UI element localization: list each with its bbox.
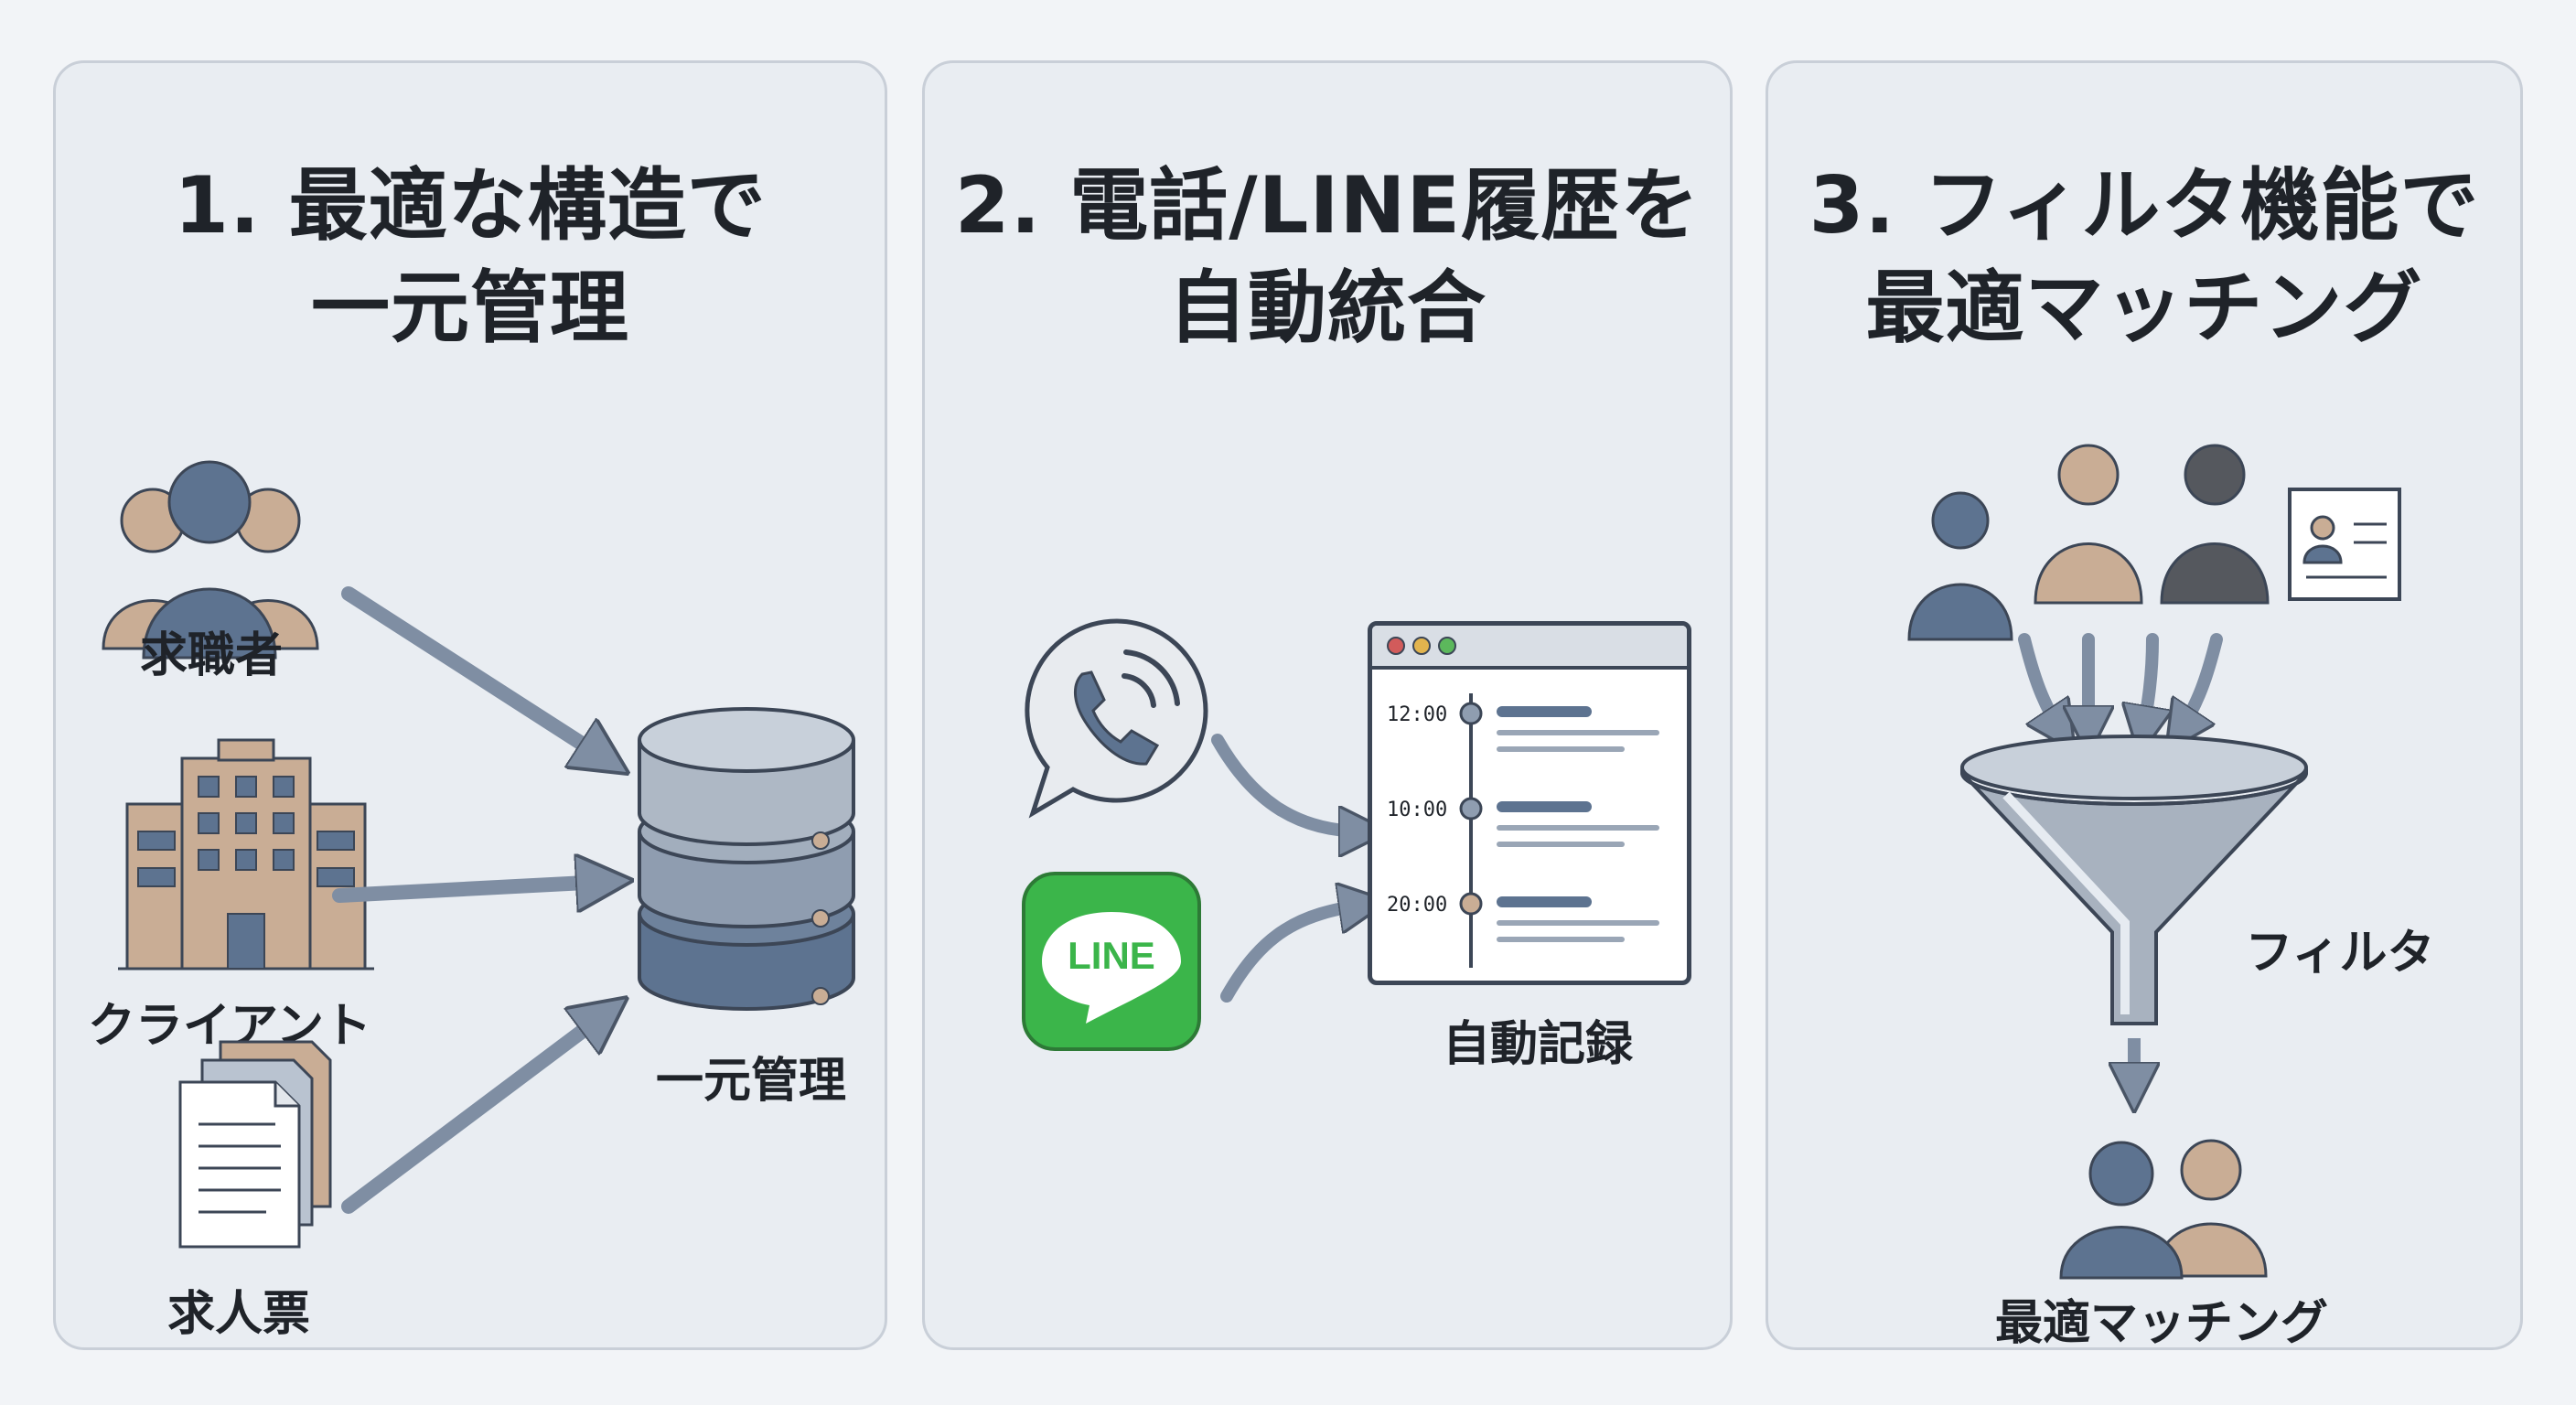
- auto-log-window: 12:00 10:00 20:00: [1368, 621, 1691, 985]
- timeline-node-3: [1459, 892, 1483, 916]
- integration-arrows: [1211, 734, 1401, 1003]
- central-management-label: 一元管理: [655, 1054, 846, 1109]
- best-match-label: 最適マッチング: [1994, 1296, 2328, 1351]
- window-titlebar: [1372, 626, 1687, 670]
- panel2-title: 2. 電話/LINE履歴を自動統合: [954, 160, 1701, 354]
- filter-funnel-icon: [1959, 633, 2309, 1025]
- line-logo-text: LINE: [1068, 934, 1155, 977]
- timeline-node-2: [1459, 797, 1483, 820]
- panel1-title: 1. 最適な構造で一元管理: [174, 160, 767, 354]
- matched-pair-icon: [2059, 1139, 2268, 1280]
- line-app-icon: LINE: [1022, 872, 1201, 1051]
- timeline-time-2: 10:00: [1387, 799, 1447, 821]
- timeline-node-1: [1459, 702, 1483, 725]
- output-arrow: [2098, 1038, 2171, 1133]
- timeline-time-3: 20:00: [1387, 894, 1447, 917]
- merge-arrows: [332, 586, 714, 1214]
- timeline-time-1: 12:00: [1387, 703, 1447, 726]
- auto-log-label: 自動記録: [1442, 1017, 1633, 1072]
- phone-call-icon: [1025, 618, 1208, 819]
- job-posting-icon: [178, 1040, 332, 1249]
- panel-central-management: 1. 最適な構造で一元管理 求職者 クライアント: [53, 60, 887, 1350]
- job-seekers-icon: [102, 460, 319, 660]
- panel-auto-integration: 2. 電話/LINE履歴を自動統合 LINE 12:00: [922, 60, 1733, 1350]
- job-posting-label: 求人票: [166, 1287, 310, 1342]
- panel-filter-matching: 3. フィルタ機能で最適マッチング フィルタ: [1766, 60, 2523, 1351]
- filter-label: フィルタ: [2245, 926, 2435, 981]
- database-icon: [638, 707, 855, 1011]
- window-close-dot: [1387, 637, 1405, 655]
- window-maximize-dot: [1438, 637, 1456, 655]
- candidates-icon: [1907, 444, 2401, 641]
- window-minimize-dot: [1412, 637, 1431, 655]
- panel3-title: 3. フィルタ機能で最適マッチング: [1809, 160, 2480, 354]
- job-seekers-label: 求職者: [139, 628, 283, 683]
- client-building-icon: [118, 738, 374, 971]
